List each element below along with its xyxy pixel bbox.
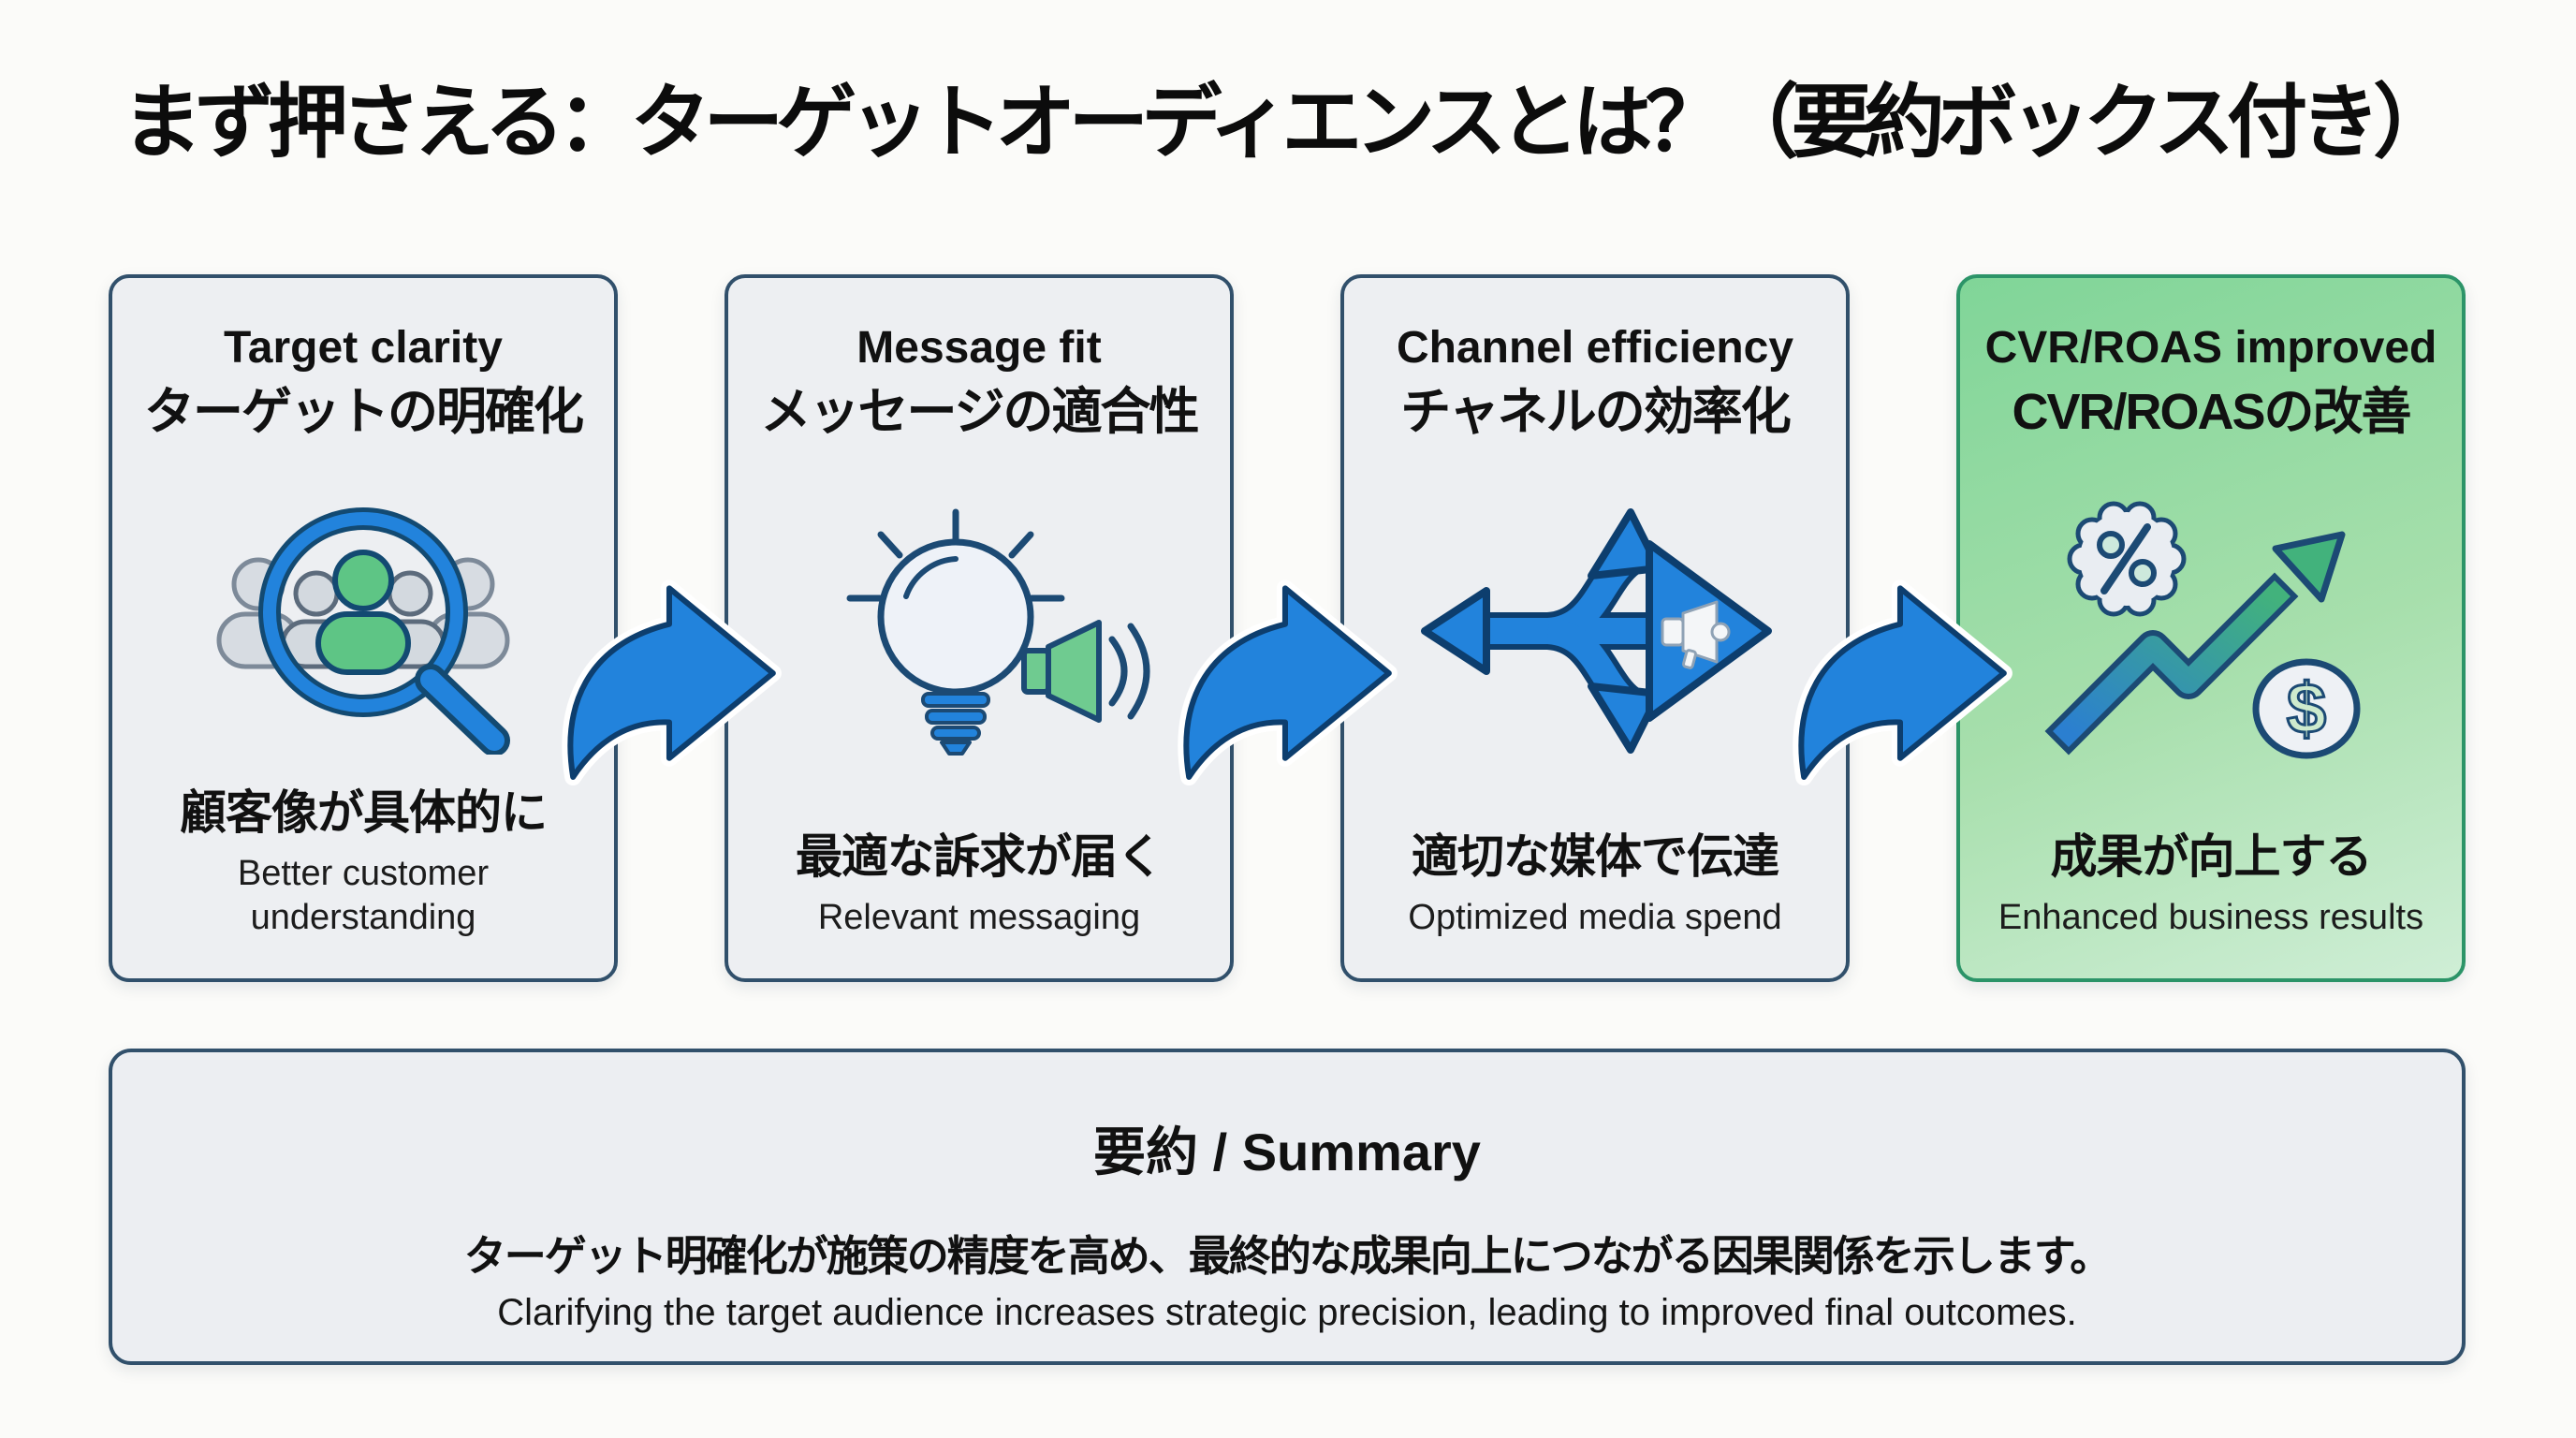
flow-arrow-icon [562,580,782,785]
card-title-ja: ターゲットの明確化 [144,383,584,440]
icon-area [1363,443,1827,818]
card-title-en: Target clarity [224,323,503,373]
channel-arrows-icon [1421,508,1772,755]
card-title-en: Channel efficiency [1396,323,1794,373]
icon-area [131,443,595,775]
card-title-en: Message fit [856,323,1102,373]
svg-text:$: $ [2287,669,2326,749]
card-target-clarity: Target clarity ターゲットの明確化 顧客像 [109,274,618,982]
card-message-fit: Message fit メッセージの適合性 [724,274,1234,982]
card-channel-efficiency: Channel efficiency チャネルの効率化 [1340,274,1850,982]
card-title-ja: メッセージの適合性 [760,383,1200,440]
benefit-ja: 適切な媒体で伝達 [1412,829,1779,883]
summary-title: 要約 / Summary [1093,1123,1481,1181]
card-title: Target clarity ターゲットの明確化 [144,321,584,443]
card-title: Message fit メッセージの適合性 [760,321,1200,443]
card-benefit: 最適な訴求が届く Relevant messaging [796,819,1164,939]
card-benefit: 顧客像が具体的に Better customer understanding [162,775,564,939]
card-benefit: 適切な媒体で伝達 Optimized media spend [1408,819,1781,939]
card-benefit: 成果が向上する Enhanced business results [1998,819,2423,939]
flow-arrow-icon [1178,580,1398,785]
benefit-ja: 成果が向上する [2050,829,2372,883]
summary-body-ja: ターゲット明確化が施策の精度を高め、最終的な成果向上につながる因果関係を示します… [463,1232,2113,1280]
benefit-en: Relevant messaging [817,897,1141,937]
benefit-en: Enhanced business results [1998,897,2424,937]
idea-announce-icon [846,508,1150,756]
summary-box: 要約 / Summary ターゲット明確化が施策の精度を高め、最終的な成果向上に… [109,1049,2466,1365]
card-title-en: CVR/ROAS improved [1984,323,2437,373]
card-title: Channel efficiency チャネルの効率化 [1397,321,1793,443]
card-title-ja: チャネルの効率化 [1400,383,1791,440]
benefit-en: Optimized media spend [1408,897,1782,937]
page-title: まず押さえる：ターゲットオーディエンスとは？（要約ボックス付き） [122,78,2453,168]
icon-area [747,443,1211,818]
benefit-en: Better customer understanding [237,854,490,937]
card-cvr-roas-improved: CVR/ROAS improved CVR/ROASの改善 [1956,274,2466,982]
summary-body-en: Clarifying the target audience increases… [497,1292,2077,1333]
growth-metrics-icon: $ [2044,501,2361,759]
card-title-ja: CVR/ROASの改善 [2012,383,2411,440]
icon-area: $ [1979,443,2443,818]
benefit-ja: 最適な訴求が届く [796,829,1164,883]
card-title: CVR/ROAS improved CVR/ROASの改善 [1985,321,2437,443]
flow-arrow-icon [1793,580,2012,785]
audience-magnifier-icon [216,506,510,755]
benefit-ja: 顧客像が具体的に [180,786,548,840]
